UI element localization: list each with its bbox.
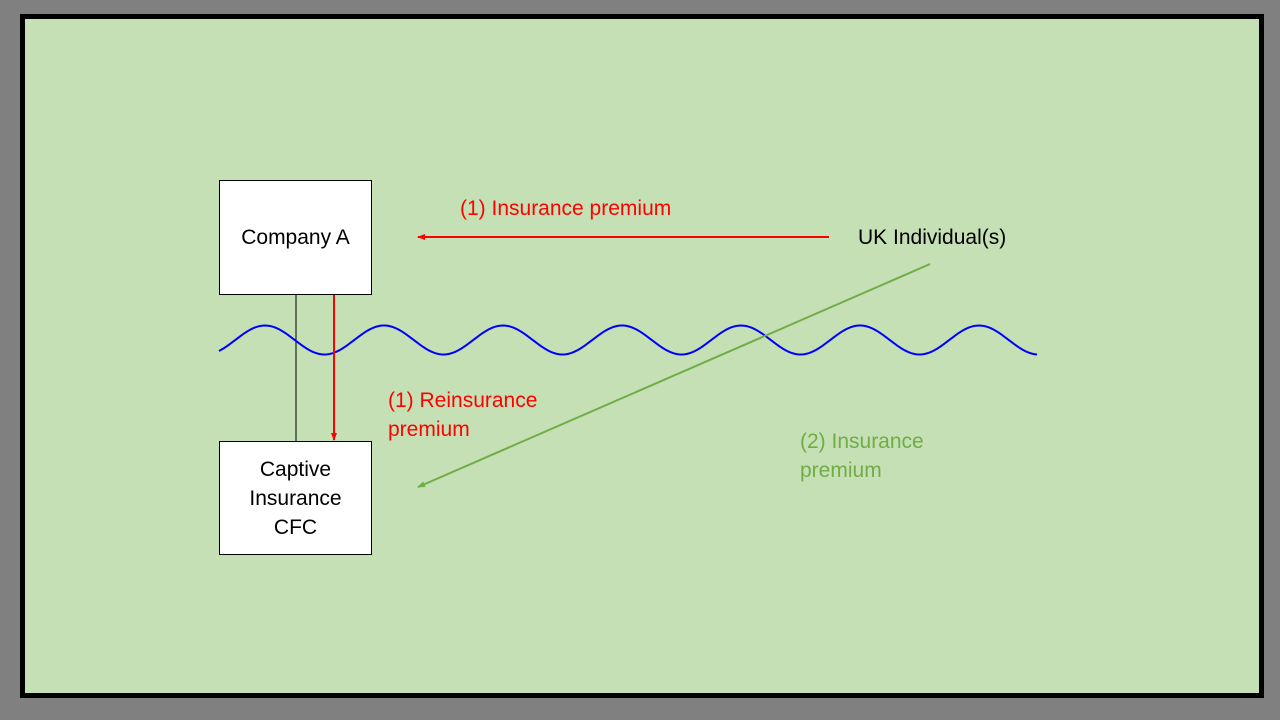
slide-canvas	[20, 14, 1264, 698]
company-a-label: Company A	[241, 226, 350, 249]
uk-individuals-label: UK Individual(s)	[858, 226, 1007, 249]
direct-insurance-premium-arrow	[417, 263, 931, 488]
captive-insurance-cfc-box: Captive Insurance CFC	[219, 441, 372, 555]
insurance-premium-2-label: (2) Insurance premium	[800, 430, 924, 482]
reinsurance-premium-1-label: (1) Reinsurance premium	[388, 389, 538, 441]
captive-insurance-cfc-label: Captive Insurance CFC	[249, 457, 342, 539]
insurance-premium-1-label: (1) Insurance premium	[460, 197, 672, 220]
company-a-box: Company A	[219, 180, 372, 295]
jurisdiction-boundary-wave	[218, 324, 1038, 356]
